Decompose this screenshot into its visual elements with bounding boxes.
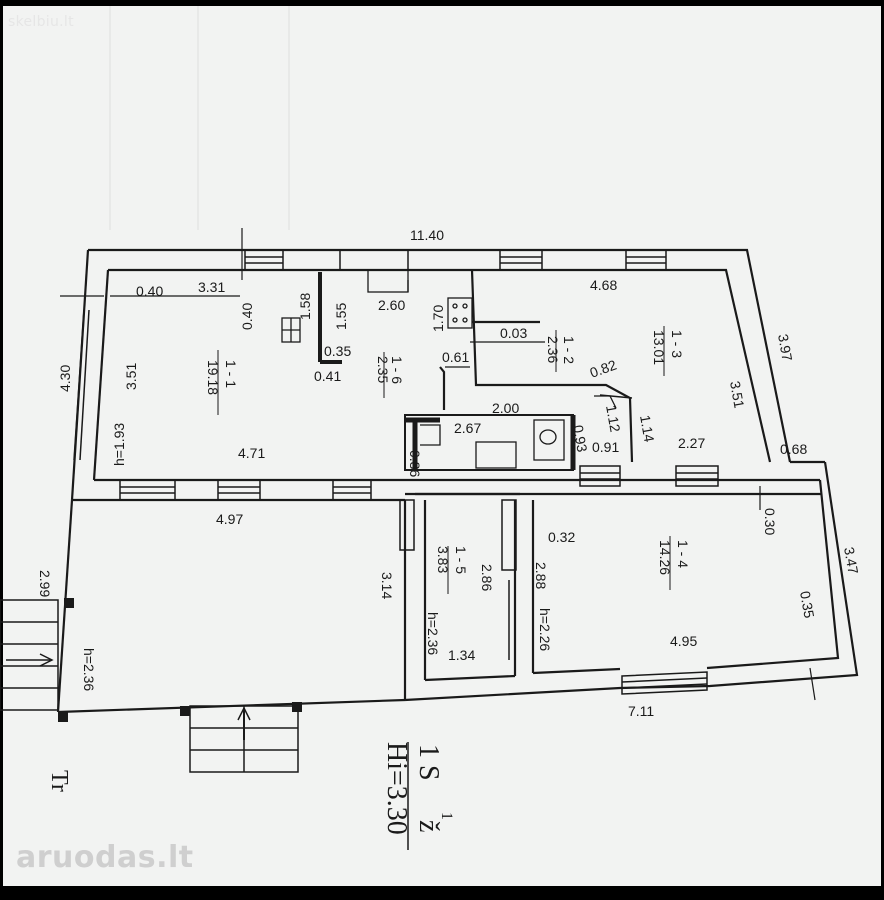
dim-3-51-a: 3.51	[123, 363, 139, 390]
stamp-line1: 1 S	[413, 744, 444, 781]
room-label-1-4: 1 - 4 14.26	[657, 536, 691, 590]
dim-3-97: 3.97	[775, 333, 796, 363]
dim-0-30: 0.30	[762, 508, 778, 535]
column-markers	[58, 598, 302, 722]
room-area: 2.36	[545, 336, 561, 363]
dim-2-00: 2.00	[492, 400, 519, 416]
dim-7-11: 7.11	[628, 703, 654, 719]
dimension-lines	[60, 228, 816, 701]
dim-1-58: 1.58	[297, 293, 313, 320]
dim-h-2-36-b: h=2.36	[81, 648, 97, 691]
dim-0-86: 0.86	[407, 450, 423, 477]
dim-h-2-26: h=2.26	[537, 608, 553, 651]
dim-4-95: 4.95	[670, 633, 697, 649]
dim-0-93: 0.93	[570, 424, 591, 454]
dim-2-67: 2.67	[454, 420, 481, 436]
room-id: 1 - 6	[389, 356, 405, 384]
dim-1-14: 1.14	[637, 414, 658, 444]
dim-0-41: 0.41	[314, 368, 341, 384]
dim-3-14: 3.14	[379, 572, 395, 599]
stamp-suffix: ž	[413, 820, 444, 832]
dim-2-99: 2.99	[37, 570, 53, 597]
dim-0-91: 0.91	[592, 439, 619, 455]
dim-0-40-b: 0.40	[239, 303, 255, 330]
dim-0-68: 0.68	[780, 441, 807, 457]
fixtures	[281, 269, 617, 469]
room-label-1-6: 1 - 6 2.35	[375, 352, 405, 398]
watermark-bottom: aruodas.lt	[16, 840, 194, 875]
room-area: 2.35	[375, 356, 391, 383]
room-area: 19.18	[205, 360, 221, 395]
floor-stamp: 1 S 1 ž Hi=3.30	[381, 742, 455, 850]
room-area: 14.26	[657, 540, 673, 575]
dim-2-27: 2.27	[678, 435, 705, 451]
dim-0-61: 0.61	[442, 349, 469, 365]
dim-0-03: 0.03	[500, 325, 527, 341]
overall-width-label: 11.40	[410, 227, 444, 243]
dim-2-60: 2.60	[378, 297, 405, 313]
dim-0-40-a: 0.40	[136, 283, 163, 299]
room-id: 1 - 3	[669, 330, 685, 358]
stamp-superscript: 1	[438, 812, 455, 820]
room-label-1-2: 1 - 2 2.36	[545, 330, 577, 372]
window-segments	[73, 249, 719, 695]
dim-3-31: 3.31	[198, 279, 225, 295]
stairs	[0, 599, 299, 773]
dim-2-86: 2.86	[479, 564, 495, 591]
dim-2-88: 2.88	[533, 562, 549, 589]
room-id: 1 - 5	[453, 546, 469, 574]
paper-fold-lines	[109, 6, 290, 230]
dim-4-71: 4.71	[238, 445, 265, 461]
room-area: 13.01	[651, 330, 667, 365]
dim-1-34: 1.34	[448, 647, 475, 663]
room-label-1-5: 1 - 5 3.83	[435, 546, 469, 594]
room-id: 1 - 4	[675, 540, 691, 568]
watermark-top: skelbiu.lt	[8, 14, 74, 30]
dim-1-70: 1.70	[430, 305, 446, 332]
room-label-1-1: 1 - 1 19.18	[205, 350, 239, 415]
dim-h-2-36-a: h=2.36	[425, 612, 441, 655]
room-label-1-3: 1 - 3 13.01	[651, 326, 685, 376]
entrance-label: Tr	[46, 770, 72, 792]
dim-1-12: 1.12	[603, 404, 624, 434]
dim-0-32: 0.32	[548, 529, 575, 545]
dim-1-55: 1.55	[333, 303, 349, 330]
dim-h-1-93: h=1.93	[111, 423, 127, 466]
room-id: 1 - 1	[223, 360, 239, 388]
dim-4-97: 4.97	[216, 511, 243, 527]
dim-0-35-a: 0.35	[324, 343, 351, 359]
room-area: 3.83	[435, 546, 451, 573]
dim-4-68: 4.68	[590, 277, 617, 293]
dim-0-35-b: 0.35	[797, 590, 818, 620]
room-id: 1 - 2	[561, 336, 577, 364]
dim-3-51-b: 3.51	[727, 380, 748, 410]
stamp-line2: Hi=3.30	[381, 742, 412, 835]
dim-3-47: 3.47	[841, 546, 862, 576]
dim-4-30: 4.30	[57, 365, 73, 392]
